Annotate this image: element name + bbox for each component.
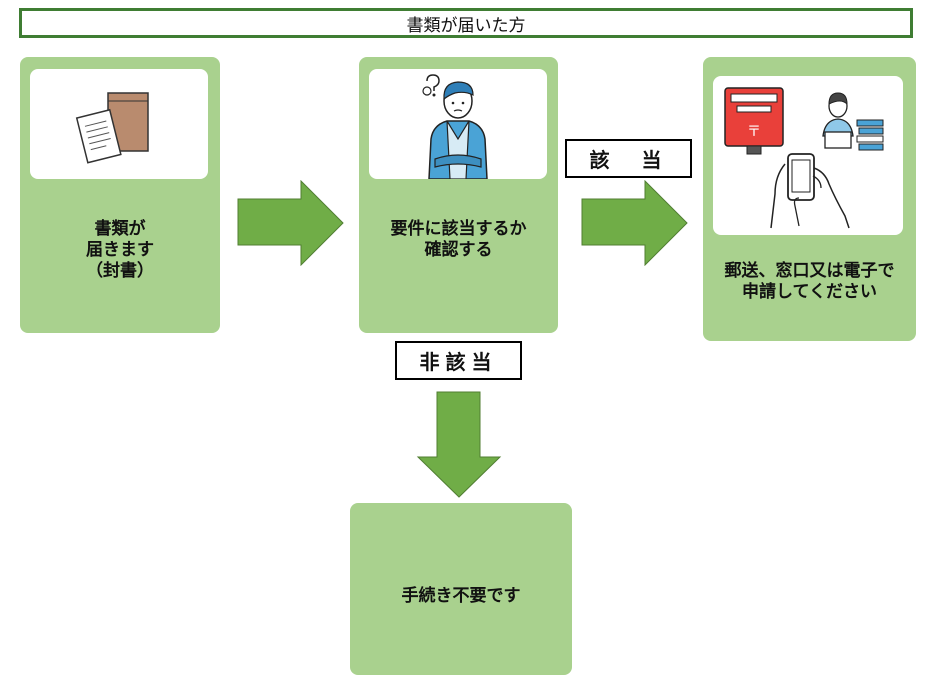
apply-text-line: 郵送、窓口又は電子で <box>724 261 895 281</box>
down-arrow-icon <box>416 391 502 498</box>
page-title: 書類が届いた方 <box>19 8 913 38</box>
applicable-label: 該 当 <box>565 139 692 178</box>
postbox-icon: 〒 <box>724 87 784 155</box>
no-procedure-card: 手続き不要です <box>350 503 572 675</box>
smartphone-hand-icon <box>770 153 850 229</box>
right-arrow-icon <box>237 180 344 266</box>
clerk-icon <box>822 92 884 151</box>
receive-text-line: 書類が <box>94 219 146 239</box>
apply-illustration: 〒 <box>713 76 903 235</box>
check-text-line: 要件に該当するか <box>390 219 527 239</box>
check-text-line: 確認する <box>424 240 493 260</box>
receive-card: 書類が 届きます （封書） <box>20 57 220 333</box>
envelope-icon <box>75 92 149 164</box>
not-applicable-label: 非該当 <box>395 341 522 380</box>
check-illustration <box>369 69 547 179</box>
apply-text-line: 申請してください <box>742 282 877 302</box>
thinking-person-icon <box>422 74 488 179</box>
check-card: 要件に該当するか 確認する <box>359 57 558 333</box>
apply-card: 〒 <box>703 57 916 341</box>
svg-text:〒: 〒 <box>747 124 761 140</box>
receive-text-line: （封書） <box>86 261 154 281</box>
no-procedure-text: 手続き不要です <box>401 586 521 606</box>
apply-methods-illustration: 〒 <box>724 87 884 229</box>
receive-illustration <box>30 69 208 179</box>
receive-text-line: 届きます <box>86 240 154 260</box>
right-arrow-icon <box>581 180 688 266</box>
